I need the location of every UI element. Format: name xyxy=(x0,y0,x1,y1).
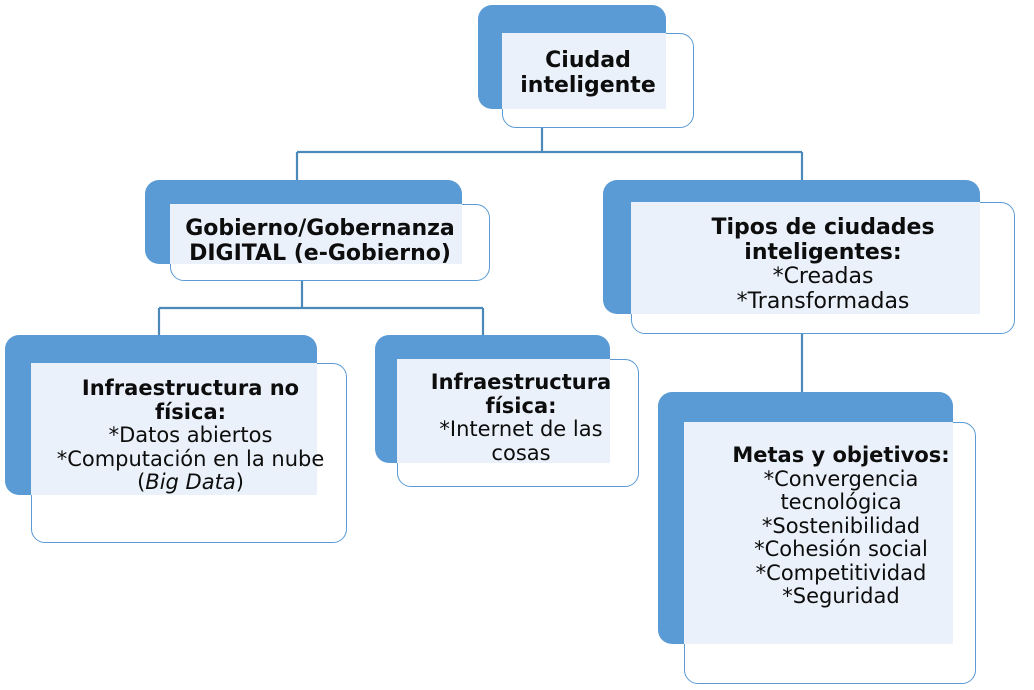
node-title: Metas y objetivos: xyxy=(732,443,950,467)
node-item-1: *Datos abiertos xyxy=(108,423,273,448)
node-label: Infraestructura física: *Internet de las… xyxy=(375,370,645,465)
node-title-line2: inteligente xyxy=(520,72,656,98)
node-tint xyxy=(684,422,953,644)
node-title-line1: Ciudad xyxy=(545,48,631,73)
node-tint xyxy=(31,363,317,495)
node-item-3: *Cohesión social xyxy=(754,537,928,562)
node-title-line1: Infraestructura no xyxy=(81,376,300,400)
node-label: Tipos de ciudades inteligentes: *Creadas… xyxy=(603,215,1015,315)
node-tint xyxy=(502,33,666,109)
big-data-emphasis: Big Data xyxy=(145,470,236,495)
node-title-line2: física: xyxy=(154,399,227,424)
node-gobierno-gobernanza-digital[interactable]: Gobierno/Gobernanza DIGITAL (e-Gobierno) xyxy=(145,180,495,290)
paren-close: ) xyxy=(235,470,244,495)
node-tint xyxy=(631,202,980,314)
node-item-2: *Sostenibilidad xyxy=(761,513,921,538)
node-label: Infraestructura no física: *Datos abiert… xyxy=(5,376,350,495)
node-item-2: *Transformadas xyxy=(736,288,910,314)
node-title-line1: Tipos de ciudades xyxy=(711,215,935,240)
node-title-line2: inteligentes: xyxy=(744,239,902,265)
node-item-2: *Computación en la nube xyxy=(31,446,350,472)
node-item-4: *Competitividad xyxy=(755,560,927,585)
node-title-line2: física: xyxy=(485,393,557,418)
node-infraestructura-fisica[interactable]: Infraestructura física: *Internet de las… xyxy=(375,335,645,495)
node-label: Gobierno/Gobernanza DIGITAL (e-Gobierno) xyxy=(145,216,495,266)
node-item-2-parenthetical: (Big Data) xyxy=(31,470,350,495)
node-tint xyxy=(397,359,610,463)
node-item-1-line1: *Convergencia xyxy=(763,466,919,491)
node-ciudad-inteligente[interactable]: Ciudad inteligente xyxy=(478,5,698,130)
node-item-2-text: *Computación en la nube xyxy=(56,446,325,471)
node-label: Ciudad inteligente xyxy=(478,48,698,98)
node-item-5: *Seguridad xyxy=(782,584,900,609)
node-tipos-de-ciudades-inteligentes[interactable]: Tipos de ciudades inteligentes: *Creadas… xyxy=(603,180,1015,340)
node-title-line1: Infraestructura xyxy=(430,370,612,394)
node-title-line2: DIGITAL (e-Gobierno) xyxy=(189,240,451,266)
node-title-line1: Gobierno/Gobernanza xyxy=(185,216,455,241)
node-item-1-line2: tecnológica xyxy=(780,490,902,515)
node-infraestructura-no-fisica[interactable]: Infraestructura no física: *Datos abiert… xyxy=(5,335,350,550)
node-tint xyxy=(170,204,462,264)
node-item-1: *Creadas xyxy=(772,264,874,290)
paren-open: ( xyxy=(137,470,146,495)
node-label: Metas y objetivos: *Convergencia tecnoló… xyxy=(658,443,998,609)
node-item-1-line2: cosas xyxy=(491,440,551,465)
node-item-1-line1: *Internet de las xyxy=(439,417,603,442)
node-metas-y-objetivos[interactable]: Metas y objetivos: *Convergencia tecnoló… xyxy=(658,392,998,687)
